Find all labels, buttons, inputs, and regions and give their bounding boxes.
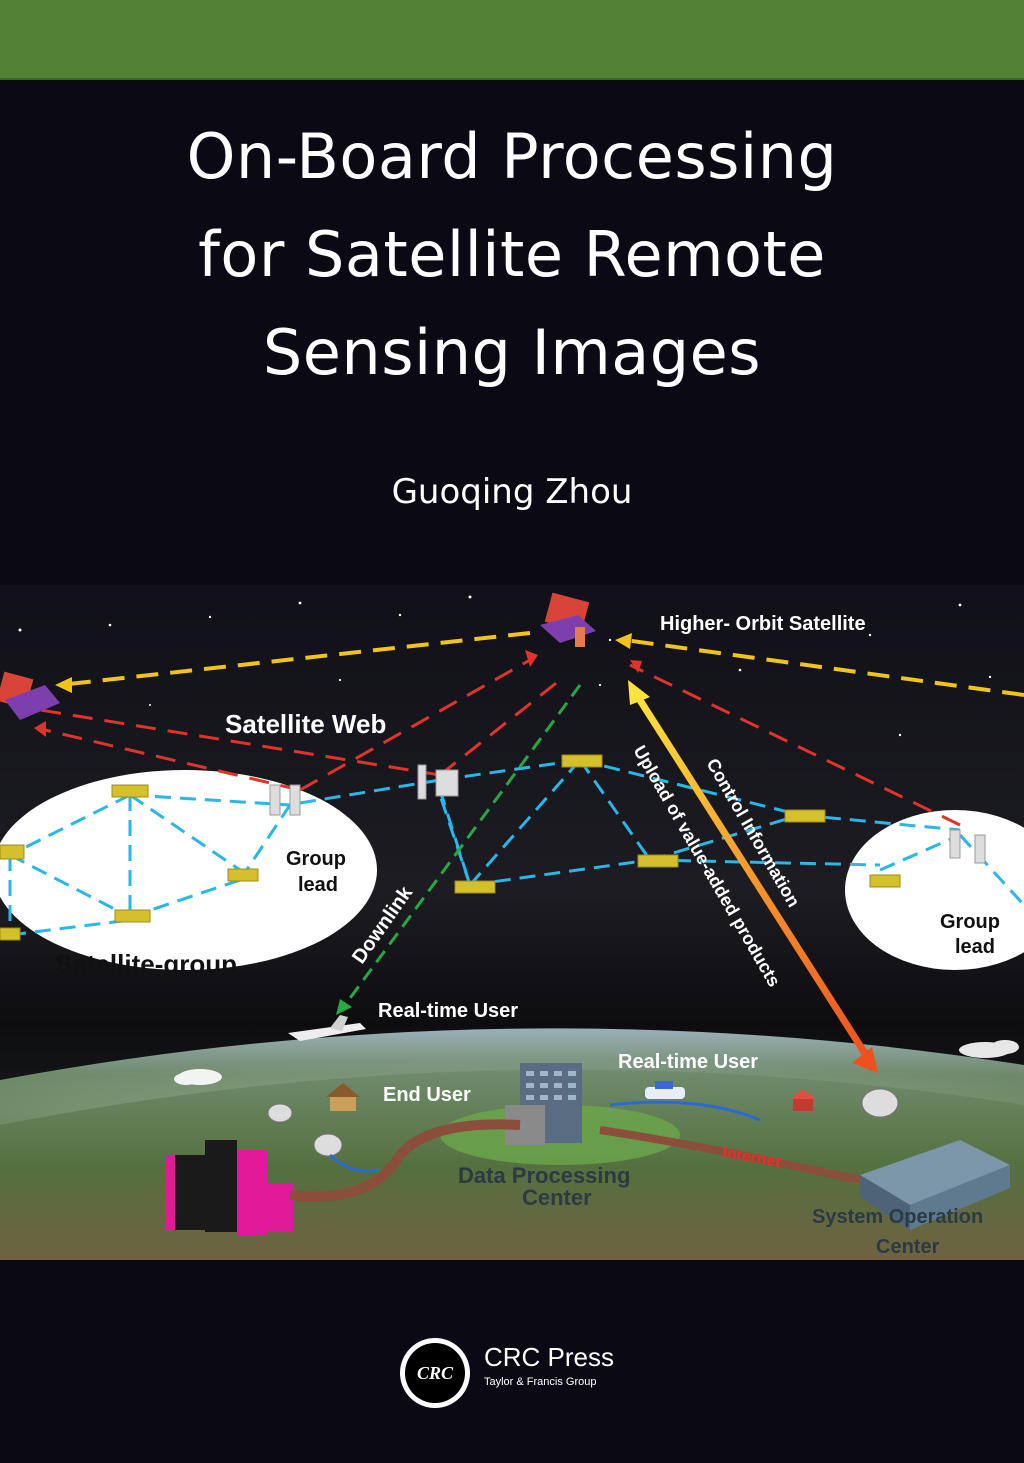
crc-logo: CRC — [400, 1338, 470, 1408]
arrow-head — [615, 633, 632, 649]
cover-illustration: Higher- Orbit Satellite Satellite Web Gr… — [0, 585, 1024, 1260]
satellite-group-left — [0, 770, 377, 970]
label-group-lead-right-2: lead — [955, 936, 995, 958]
data-processing-center-building — [505, 1063, 582, 1145]
blue-link — [609, 1100, 761, 1122]
atmosphere-haze — [0, 1028, 1024, 1125]
label-group-lead-left: Group — [286, 848, 346, 870]
title-line-1: On-Board Processing — [186, 120, 838, 193]
crc-logo-text: CRC — [416, 1362, 454, 1383]
control-information-arrow — [635, 695, 869, 1057]
label-data-processing-center: Data Processing — [458, 1163, 630, 1188]
system-operation-center-building — [860, 1140, 1010, 1230]
blue-link — [328, 1153, 381, 1173]
label-data-processing-center-2: Center — [522, 1185, 592, 1210]
satellite-dish-icons — [267, 1088, 899, 1157]
publisher-name: CRC Press — [484, 1342, 615, 1372]
group-lead-satellites — [269, 764, 986, 864]
downlink-line — [343, 684, 582, 1006]
red-links — [39, 658, 961, 827]
arrow-head — [525, 650, 538, 667]
small-satellites — [0, 754, 901, 941]
arrow-head — [628, 680, 650, 705]
label-system-operation-center-2: Center — [876, 1236, 940, 1258]
book-title: On-Board Processing for Satellite Remote… — [0, 108, 1024, 402]
label-group-lead-left-2: lead — [298, 874, 338, 896]
label-group-lead-right: Group — [940, 911, 1000, 933]
title-line-2: for Satellite Remote — [198, 218, 826, 291]
satellite-network-diagram: Higher- Orbit Satellite Satellite Web Gr… — [0, 585, 1024, 1260]
arrow-head — [852, 1047, 878, 1073]
airplane-icon — [288, 1015, 366, 1041]
left-orbit-satellite-icon — [0, 671, 60, 720]
label-realtime-user-1: Real-time User — [378, 1000, 518, 1022]
label-end-user: End User — [383, 1084, 471, 1106]
arrow-head — [34, 721, 46, 737]
arrow-head — [336, 999, 352, 1015]
title-line-3: Sensing Images — [262, 316, 762, 389]
arrow-head — [55, 677, 72, 693]
satellite-web-links — [8, 758, 1024, 937]
internet-link — [599, 1126, 861, 1184]
label-system-operation-center: System Operation — [812, 1206, 983, 1228]
higher-orbit-satellite-icon — [540, 592, 596, 647]
red-house-icon — [790, 1089, 816, 1111]
label-higher-orbit: Higher- Orbit Satellite — [660, 613, 866, 635]
stars — [18, 595, 992, 737]
label-satellite-web: Satellite Web — [225, 709, 386, 739]
label-satellite-group: Satellite-group — [55, 949, 237, 979]
police-car-icon — [645, 1081, 685, 1099]
author-name: Guoqing Zhou — [391, 472, 633, 512]
publisher-group: Taylor & Francis Group — [484, 1376, 597, 1388]
arrow-head — [630, 660, 642, 673]
ground-link — [289, 1119, 521, 1202]
label-realtime-user-2: Real-time User — [618, 1051, 758, 1073]
orbit-links — [59, 631, 1024, 697]
house-icon — [326, 1083, 360, 1111]
clouds — [174, 1040, 1019, 1085]
top-color-band — [0, 0, 1024, 80]
publisher-mark: CRC CRC Press Taylor & Francis Group — [400, 1330, 660, 1410]
magenta-building — [165, 1140, 293, 1235]
